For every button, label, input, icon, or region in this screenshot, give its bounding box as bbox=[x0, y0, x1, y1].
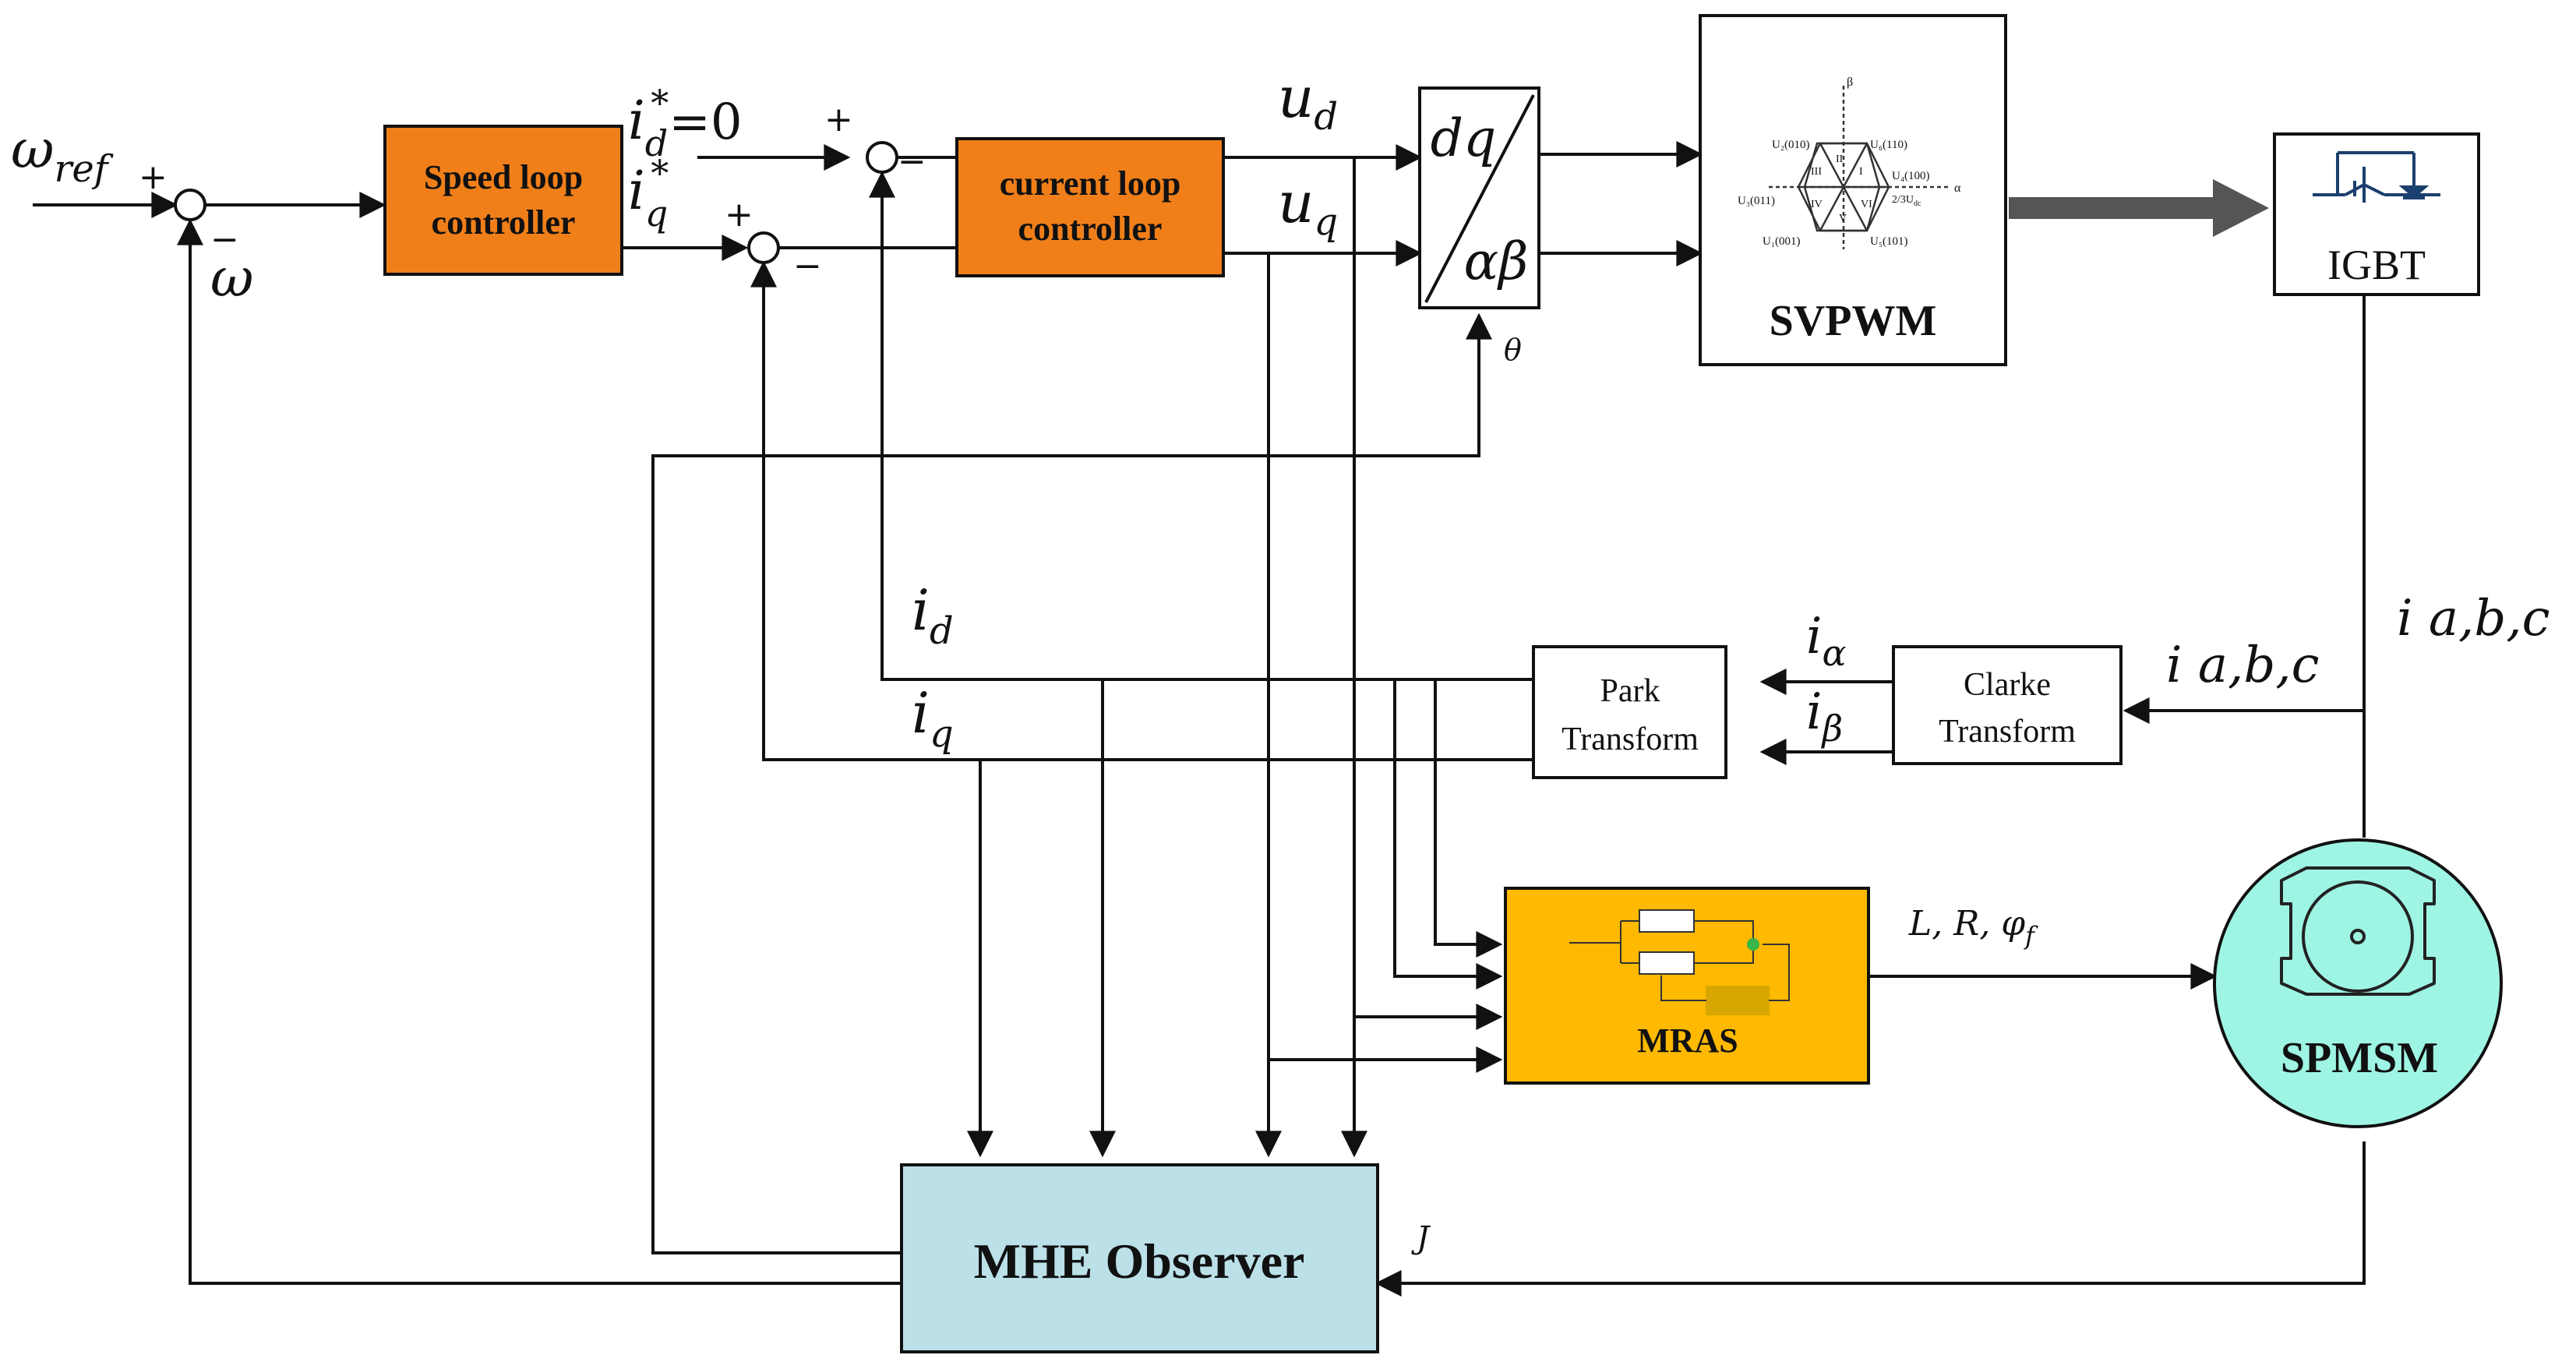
wires bbox=[33, 141, 2366, 1297]
sum2-plus: + bbox=[824, 100, 853, 139]
vector-u2: U₂(010) bbox=[1772, 139, 1810, 151]
iabc-motor-label: i a,b,c bbox=[2397, 590, 2550, 647]
clarke-transform-block: Clarke Transform bbox=[1892, 645, 2123, 765]
alphabeta-label: αβ bbox=[1464, 231, 1529, 291]
park-box bbox=[1532, 645, 1727, 779]
mras-params-label: L, R, φf bbox=[1908, 904, 2038, 951]
sector-6: VI bbox=[1861, 199, 1872, 210]
iabc-clarke-label: i a,b,c bbox=[2166, 637, 2319, 694]
svpwm-box bbox=[1699, 14, 2007, 366]
mras-label: MRAS bbox=[1637, 1021, 1738, 1060]
i-beta-label: iβ bbox=[1806, 683, 1843, 750]
current-loop-controller: current loop controller bbox=[955, 137, 1225, 277]
current-controller-line1: current loop bbox=[1000, 164, 1181, 203]
alpha-axis-label: α bbox=[1954, 182, 1961, 195]
ud-label: ud bbox=[1278, 65, 1338, 139]
beta-axis-label: β bbox=[1847, 76, 1853, 89]
vector-u3: U₃(011) bbox=[1738, 195, 1775, 207]
sector-5: V bbox=[1839, 213, 1847, 224]
sum-junction-id bbox=[866, 141, 898, 174]
theta-label: θ bbox=[1504, 333, 1522, 367]
sector-4: IV bbox=[1811, 199, 1823, 210]
sector-3: III bbox=[1811, 166, 1822, 178]
wire-omega-feedback bbox=[177, 218, 902, 1285]
svpwm-block: β α U₂(010) U₆(110) U₄(100) U₅(101) U₁(0… bbox=[1699, 14, 2007, 366]
dq-alphabeta-diagonal bbox=[1424, 94, 1535, 303]
igbt-label: IGBT bbox=[2327, 242, 2426, 288]
sum3-plus: + bbox=[725, 195, 753, 235]
igbt-box bbox=[2273, 132, 2480, 296]
clarke-line1: Clarke bbox=[1964, 667, 2051, 703]
clarke-box bbox=[1892, 645, 2123, 765]
vector-u1: U₁(001) bbox=[1763, 235, 1801, 248]
speed-controller-line2: controller bbox=[432, 203, 576, 242]
igbt-switch-icon bbox=[2313, 151, 2440, 203]
sum-junction-speed bbox=[174, 189, 206, 221]
inertia-label: J bbox=[1411, 1220, 1431, 1256]
iq-ref-label: iq* bbox=[628, 152, 669, 235]
observer-label: MHE Observer bbox=[974, 1233, 1305, 1289]
wire-theta bbox=[651, 312, 1492, 1254]
wire-mras-in1 bbox=[1434, 679, 1503, 958]
motor-label: SPMSM bbox=[2281, 1034, 2438, 1082]
vector-u6: U₆(110) bbox=[1870, 139, 1907, 151]
observer-box bbox=[900, 1163, 1379, 1353]
dq-label: dq bbox=[1431, 108, 1497, 168]
igbt-block: IGBT bbox=[2273, 132, 2480, 296]
wire-iq-feedback bbox=[750, 260, 1533, 761]
uq-label: uq bbox=[1278, 170, 1338, 244]
wire-motor-observer bbox=[1374, 1141, 2366, 1297]
sum1-plus: + bbox=[139, 157, 168, 197]
iq-label: iq bbox=[912, 680, 954, 756]
park-transform-block: Park Transform bbox=[1532, 645, 1727, 779]
mras-schematic-icon bbox=[1569, 909, 1790, 1015]
id-label: id bbox=[912, 577, 954, 653]
mras-block: MRAS bbox=[1504, 887, 1870, 1085]
clarke-line2: Transform bbox=[1939, 714, 2076, 750]
park-line1: Park bbox=[1600, 673, 1660, 709]
sector-2: II bbox=[1836, 153, 1844, 165]
spmsm-motor-block: SPMSM bbox=[2213, 838, 2503, 1128]
sum2-minus: − bbox=[898, 142, 926, 182]
omega-feedback-label: ω bbox=[210, 248, 253, 309]
signal-labels: ωref + − ω id*=0 iq* + − + − ud uq θ id … bbox=[11, 65, 2550, 1256]
speed-controller-line1: Speed loop bbox=[424, 158, 583, 196]
speed-loop-controller: Speed loop controller bbox=[383, 125, 623, 276]
wire-mras-in2 bbox=[1393, 679, 1503, 990]
omega-ref-label: ωref bbox=[11, 119, 114, 191]
summing-junctions bbox=[174, 141, 898, 264]
vector-u4: U₄(100) bbox=[1892, 170, 1930, 182]
current-controller-line2: controller bbox=[1018, 210, 1163, 248]
current-controller-box bbox=[955, 137, 1225, 277]
park-line2: Transform bbox=[1561, 722, 1699, 757]
wire-id-feedback bbox=[869, 171, 1533, 681]
svpwm-hexagon-labels: β α U₂(010) U₆(110) U₄(100) U₅(101) U₁(0… bbox=[1738, 76, 1961, 248]
sum-junction-iq bbox=[747, 231, 780, 264]
sum3-minus: − bbox=[793, 246, 822, 286]
svpwm-igbt-arrowhead bbox=[2213, 179, 2269, 237]
svpwm-label: SVPWM bbox=[1770, 297, 1937, 345]
mhe-observer-block: MHE Observer bbox=[900, 1163, 1379, 1353]
motor-circle bbox=[2213, 838, 2503, 1128]
i-alpha-label: iα bbox=[1806, 608, 1847, 674]
svpwm-hexagon-icon bbox=[1769, 86, 1948, 249]
speed-controller-box bbox=[383, 125, 623, 276]
dq-to-alphabeta-block: dq αβ bbox=[1418, 86, 1540, 309]
sector-1: I bbox=[1859, 166, 1863, 178]
id-ref-label: id*=0 bbox=[628, 82, 743, 164]
sum1-minus: − bbox=[210, 220, 239, 259]
vector-magnitude: 2/3Udc bbox=[1892, 194, 1921, 208]
motor-icon bbox=[2280, 866, 2436, 996]
vector-u5: U₅(101) bbox=[1870, 235, 1908, 248]
